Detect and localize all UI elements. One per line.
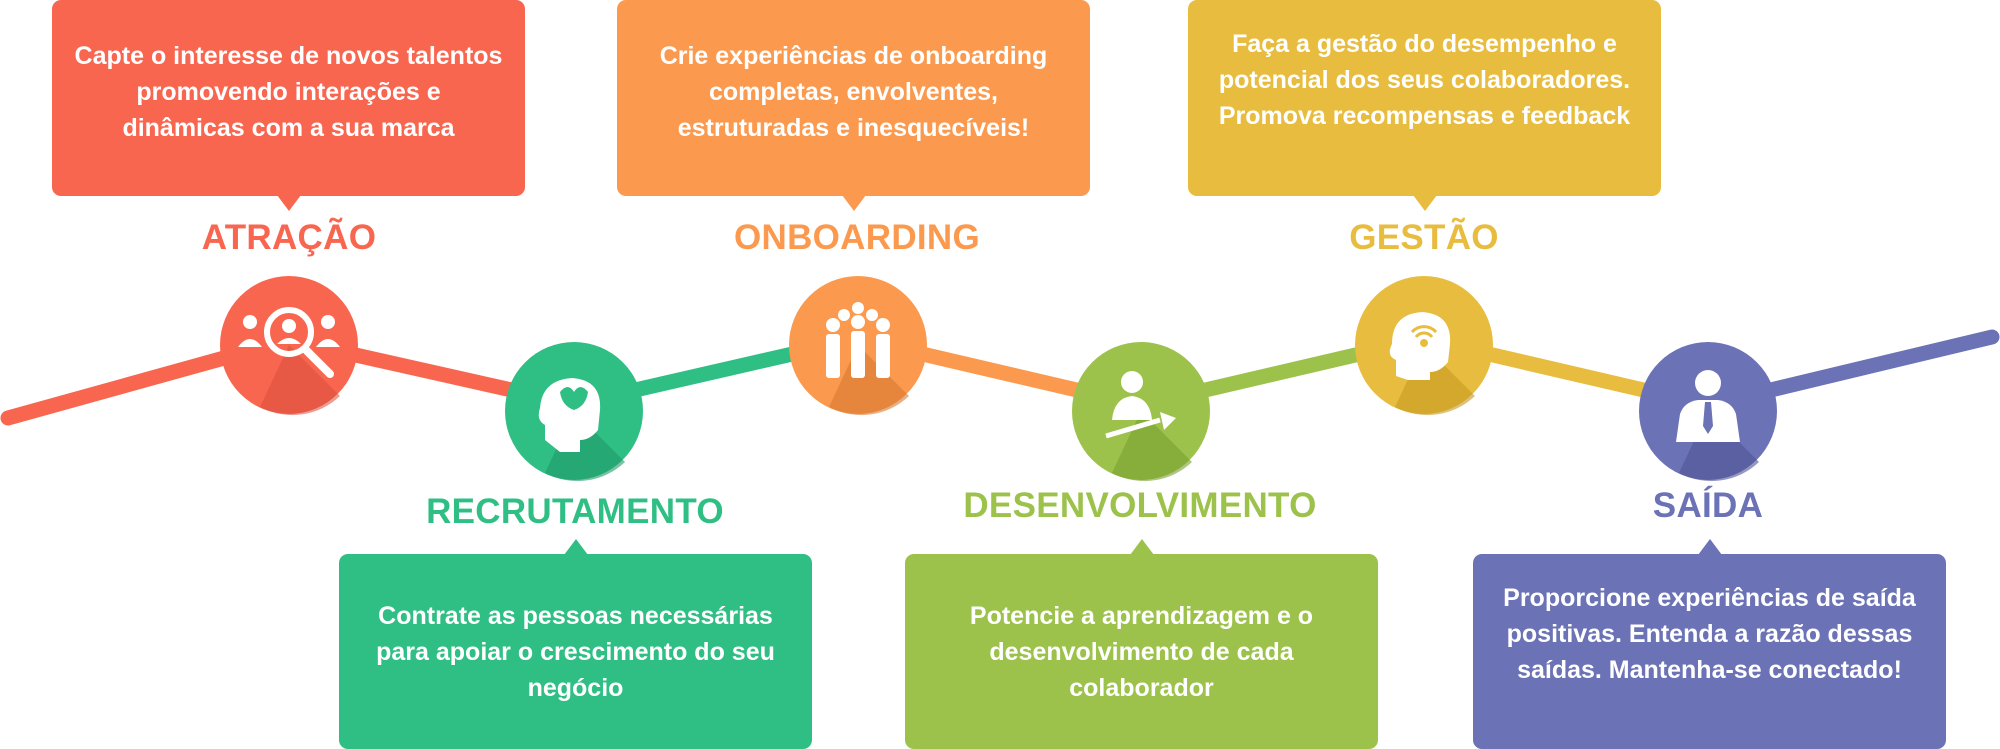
head-performance-icon xyxy=(1389,312,1451,380)
description-text-onboarding: Crie experiências de onboarding completa… xyxy=(659,42,1048,142)
description-text-atracao: Capte o interesse de novos talentos prom… xyxy=(74,42,503,142)
description-box-onboarding: Crie experiências de onboarding completa… xyxy=(617,0,1090,211)
stage-node-gestao xyxy=(1355,276,1493,416)
callout-arrow xyxy=(563,539,588,555)
team-group-icon xyxy=(826,302,890,378)
stage-title-gestao: GESTÃO xyxy=(1349,218,1499,257)
description-box-desenvolvimento: Potencie a aprendizagem e o desenvolvime… xyxy=(905,539,1378,749)
callout-arrow xyxy=(1412,195,1437,211)
description-box-gestao: Faça a gestão do desempenho e potencial … xyxy=(1188,0,1661,211)
stage-title-desenvolvimento: DESENVOLVIMENTO xyxy=(963,486,1317,525)
description-box-saida: Proporcione experiências de saída positi… xyxy=(1473,539,1946,749)
description-box-atracao: Capte o interesse de novos talentos prom… xyxy=(52,0,525,211)
description-text-recrutamento: Contrate as pessoas necessárias para apo… xyxy=(376,602,775,702)
stage-title-onboarding: ONBOARDING xyxy=(733,218,981,257)
callout-arrow xyxy=(841,195,866,211)
stage-node-atracao xyxy=(220,276,358,416)
stage-node-recrutamento xyxy=(505,342,643,482)
stage-node-saida xyxy=(1639,342,1777,482)
callout-arrow xyxy=(1129,539,1154,555)
description-text-desenvolvimento: Potencie a aprendizagem e o desenvolvime… xyxy=(969,602,1314,702)
businessman-icon xyxy=(1676,370,1740,442)
stage-title-atracao: ATRAÇÃO xyxy=(201,218,377,257)
stage-title-saida: SAÍDA xyxy=(1652,486,1764,525)
head-brain-icon xyxy=(538,378,601,452)
stage-node-desenvolvimento xyxy=(1072,342,1210,482)
stage-node-onboarding xyxy=(789,276,927,416)
description-box-recrutamento: Contrate as pessoas necessárias para apo… xyxy=(339,539,812,749)
recruiter-search-icon xyxy=(238,307,340,378)
growth-person-icon xyxy=(1105,371,1176,439)
callout-arrow xyxy=(1697,539,1722,555)
callout-arrow xyxy=(276,195,301,211)
description-text-gestao: Faça a gestão do desempenho e potencial … xyxy=(1218,30,1631,130)
stage-title-recrutamento: RECRUTAMENTO xyxy=(426,492,724,531)
description-text-saida: Proporcione experiências de saída positi… xyxy=(1503,584,1916,684)
